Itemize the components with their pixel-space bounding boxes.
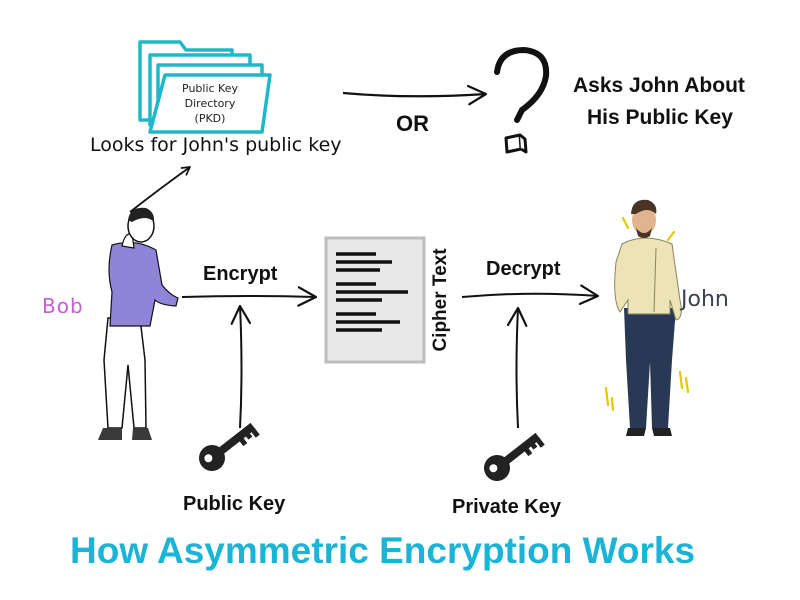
- arrow-encrypt: [181, 286, 318, 307]
- private-key-label: Private Key: [452, 496, 561, 518]
- encrypt-label: Encrypt: [203, 263, 278, 285]
- bob-figure: [98, 207, 179, 440]
- decrypt-label: Decrypt: [486, 258, 561, 280]
- page-title: How Asymmetric Encryption Works: [70, 530, 696, 571]
- arrow-private-key: [506, 306, 528, 429]
- question-mark-icon: [494, 47, 550, 154]
- document-icon: [324, 236, 426, 364]
- pkd-label: Public Key Directory (PKD): [150, 82, 270, 132]
- public-key-label: Public Key: [183, 493, 286, 515]
- arrow-public-key: [230, 304, 252, 429]
- asks-john-line-1: Asks John About: [573, 74, 745, 97]
- pkd-line-1: Public Key: [182, 82, 238, 95]
- john-label: John: [681, 287, 729, 312]
- pkd-line-2: Directory: [184, 97, 236, 110]
- pkd-line-3: (PKD): [194, 112, 226, 125]
- cipher-text-label: Cipher Text: [430, 248, 451, 352]
- arrow-bob-to-pkd: [129, 166, 191, 213]
- folder-icon: [138, 40, 272, 134]
- asks-john-line-2: His Public Key: [587, 106, 733, 129]
- key-icon: [484, 432, 545, 481]
- or-label: OR: [396, 111, 429, 136]
- arrow-pkd-to-question: [342, 84, 488, 106]
- looks-for-label: Looks for John's public key: [90, 134, 342, 156]
- arrow-decrypt: [461, 284, 600, 305]
- bob-label: Bob: [42, 294, 84, 318]
- john-figure: [604, 199, 690, 436]
- key-icon: [199, 422, 260, 471]
